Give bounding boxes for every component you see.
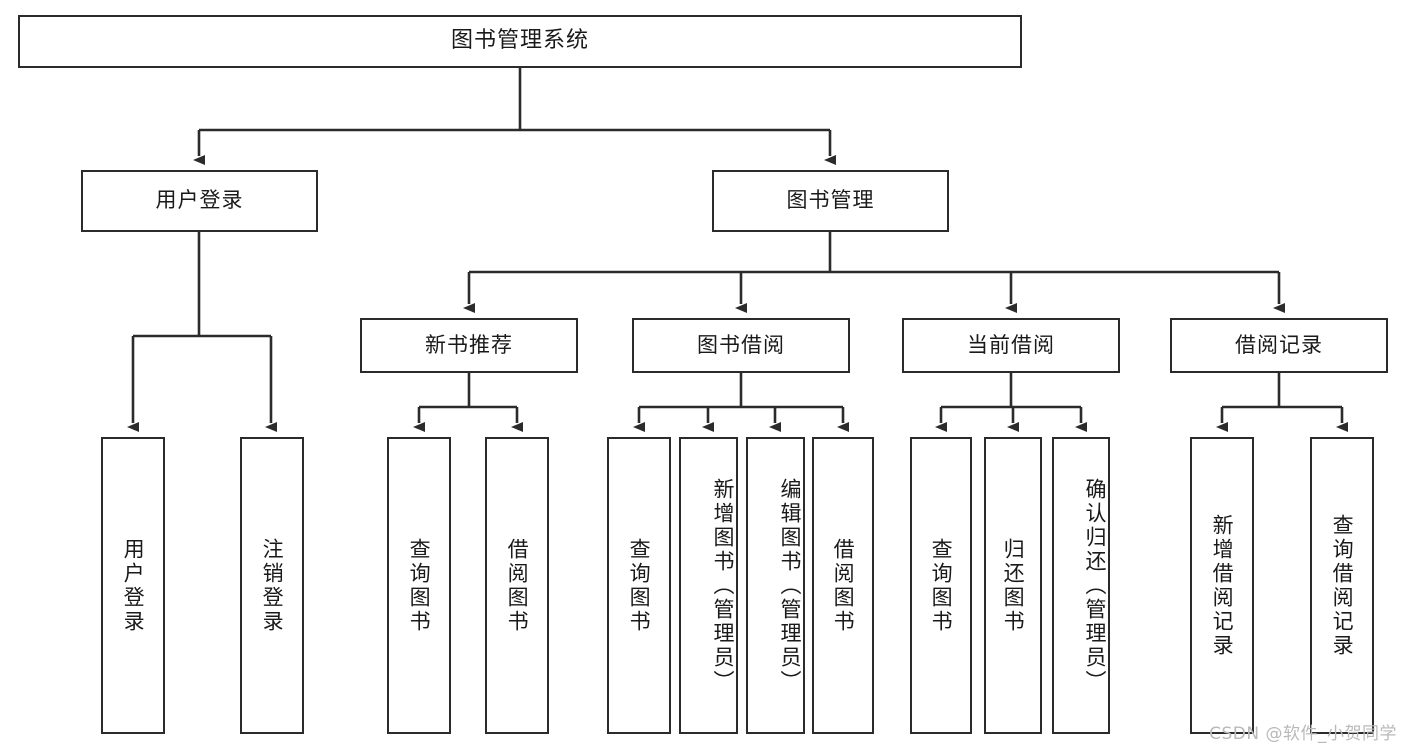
node-label: 查询图书 — [407, 537, 432, 634]
csdn-watermark: CSDN @软件_小贺同学 — [1209, 724, 1397, 744]
node-label: 新增借阅记录 — [1210, 513, 1235, 658]
node-label: 新书推荐 — [425, 332, 513, 357]
leaf-query-book-borrowing[interactable]: 查询图书 — [607, 437, 671, 734]
node-label: 借阅图书 — [505, 537, 530, 634]
leaf-borrow-book[interactable]: 借阅图书 — [812, 437, 874, 734]
leaf-query-borrowing-record[interactable]: 查询借阅记录 — [1310, 437, 1374, 734]
node-label: 查询借阅记录 — [1330, 513, 1355, 658]
leaf-borrow-book-recommendation[interactable]: 借阅图书 — [485, 437, 549, 734]
leaf-edit-book-admin[interactable]: 编辑图书（管理员） — [746, 437, 805, 734]
node-label: 用户登录 — [121, 537, 146, 634]
node-label: 图书管理 — [786, 188, 875, 213]
node-label: 用户登录 — [155, 188, 244, 213]
leaf-add-borrowing-record[interactable]: 新增借阅记录 — [1190, 437, 1254, 734]
node-label: 归还图书 — [1001, 537, 1026, 634]
leaf-query-book-current[interactable]: 查询图书 — [910, 437, 972, 734]
node-label: 借阅图书 — [831, 537, 856, 634]
node-label: 新增图书（管理员） — [711, 477, 735, 694]
leaf-user-login[interactable]: 用户登录 — [101, 437, 165, 734]
node-book-borrowing[interactable]: 图书借阅 — [632, 318, 850, 373]
node-borrowing-records[interactable]: 借阅记录 — [1170, 318, 1388, 373]
leaf-query-book-recommendation[interactable]: 查询图书 — [387, 437, 451, 734]
node-label: 查询图书 — [929, 537, 954, 634]
node-label: 确认归还（管理员） — [1083, 477, 1107, 694]
node-current-borrowing[interactable]: 当前借阅 — [902, 318, 1120, 373]
leaf-add-book-admin[interactable]: 新增图书（管理员） — [679, 437, 738, 734]
node-label: 图书借阅 — [697, 332, 785, 357]
node-label: 当前借阅 — [967, 332, 1055, 357]
node-label: 注销登录 — [260, 537, 285, 634]
leaf-confirm-return-admin[interactable]: 确认归还（管理员） — [1052, 437, 1110, 734]
node-book-management-module[interactable]: 图书管理 — [712, 170, 949, 232]
node-label: 查询图书 — [627, 537, 652, 634]
leaf-return-book[interactable]: 归还图书 — [984, 437, 1042, 734]
node-label: 借阅记录 — [1235, 332, 1323, 357]
node-user-login-module[interactable]: 用户登录 — [81, 170, 318, 232]
node-label: 图书管理系统 — [450, 28, 589, 54]
node-new-book-recommendation[interactable]: 新书推荐 — [360, 318, 578, 373]
leaf-logout[interactable]: 注销登录 — [240, 437, 304, 734]
node-root-book-management-system[interactable]: 图书管理系统 — [18, 15, 1022, 68]
node-label: 编辑图书（管理员） — [778, 477, 802, 694]
